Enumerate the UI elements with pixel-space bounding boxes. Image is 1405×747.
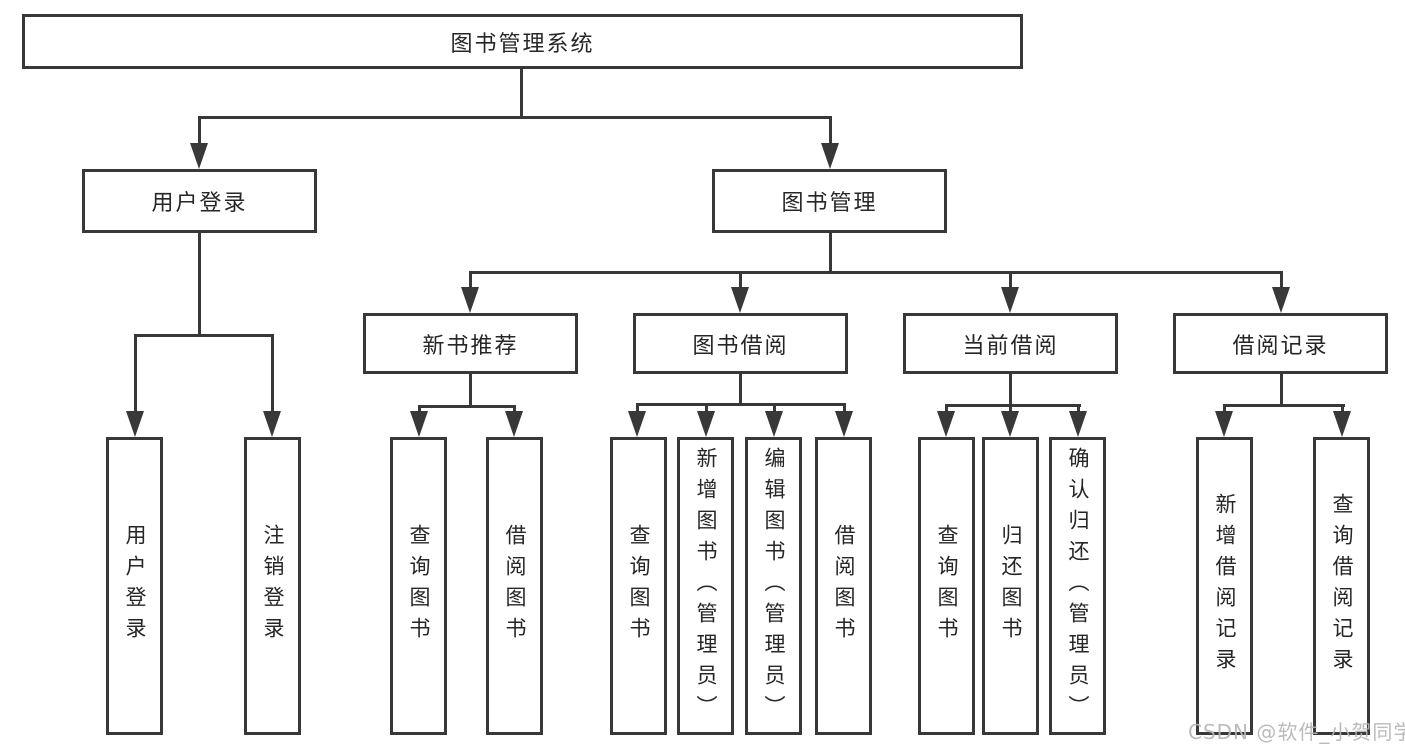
arrowhead [263, 411, 281, 437]
leaf-logout: 注销登录 [244, 437, 301, 735]
leaf-nb-borrow-books-label: 借阅图书 [503, 524, 527, 648]
leaf-br-query-record: 查询借阅记录 [1313, 437, 1370, 735]
node-current-borrow-label: 当前借阅 [962, 333, 1059, 359]
connector [520, 68, 523, 118]
connector [134, 334, 137, 414]
connector [418, 405, 516, 408]
connector [134, 334, 274, 337]
connector [636, 403, 846, 406]
leaf-bb-query-books: 查询图书 [610, 437, 667, 735]
arrowhead [505, 411, 523, 437]
connector [1009, 271, 1012, 289]
arrowhead [628, 411, 646, 437]
leaf-cb-confirm-return-admin: 确认归还（管理员） [1049, 437, 1106, 735]
node-root: 图书管理系统 [22, 14, 1023, 69]
node-book-management: 图书管理 [712, 169, 947, 233]
connector [843, 403, 846, 415]
connector [1223, 404, 1345, 407]
connector [829, 232, 832, 274]
arrowhead [1001, 411, 1019, 437]
arrowhead [1272, 287, 1290, 313]
connector [1009, 373, 1012, 406]
connector [198, 116, 832, 119]
node-book-borrow: 图书借阅 [633, 313, 848, 374]
leaf-bb-edit-books-admin-label: 编辑图书（管理员） [762, 446, 786, 726]
leaf-bb-add-books-admin: 新增图书（管理员） [677, 437, 734, 735]
connector [1341, 404, 1344, 416]
connector [469, 373, 472, 407]
arrowhead [190, 143, 208, 169]
connector [739, 271, 742, 289]
node-root-label: 图书管理系统 [450, 31, 595, 57]
leaf-cb-return-books: 归还图书 [982, 437, 1039, 735]
leaf-br-query-record-label: 查询借阅记录 [1330, 493, 1354, 679]
connector [198, 232, 201, 336]
node-new-book-recommend-label: 新书推荐 [422, 333, 519, 359]
connector [1280, 271, 1283, 289]
node-borrow-records: 借阅记录 [1173, 313, 1388, 374]
arrowhead [697, 411, 715, 437]
arrowhead [731, 287, 749, 313]
connector [1009, 404, 1012, 416]
arrowhead [1333, 411, 1351, 437]
leaf-cb-return-books-label: 归还图书 [999, 524, 1023, 648]
connector [1280, 373, 1283, 406]
arrowhead [1215, 411, 1233, 437]
leaf-bb-add-books-admin-label: 新增图书（管理员） [694, 446, 718, 726]
leaf-user-login-label: 用户登录 [123, 524, 147, 648]
arrowhead [937, 411, 955, 437]
arrowhead [765, 411, 783, 437]
leaf-nb-query-books-label: 查询图书 [407, 524, 431, 648]
arrowhead [410, 411, 428, 437]
connector [705, 403, 708, 415]
leaf-bb-edit-books-admin: 编辑图书（管理员） [745, 437, 802, 735]
node-user-login-label: 用户登录 [151, 191, 248, 216]
node-current-borrow: 当前借阅 [903, 313, 1118, 374]
arrowhead [126, 411, 144, 437]
connector [1223, 404, 1226, 416]
leaf-user-login: 用户登录 [106, 437, 163, 735]
connector [945, 404, 948, 416]
connector [271, 334, 274, 414]
watermark: CSDN @软件_小贺同学 [1188, 720, 1405, 744]
leaf-bb-query-books-label: 查询图书 [627, 524, 651, 648]
arrowhead [1069, 411, 1087, 437]
leaf-logout-label: 注销登录 [261, 524, 285, 648]
leaf-nb-borrow-books: 借阅图书 [486, 437, 543, 735]
connector [469, 271, 1283, 274]
arrowhead [821, 143, 839, 169]
leaf-bb-borrow-books-label: 借阅图书 [832, 524, 856, 648]
node-borrow-records-label: 借阅记录 [1232, 333, 1329, 359]
connector [773, 403, 776, 415]
connector [1077, 404, 1080, 416]
leaf-nb-query-books: 查询图书 [390, 437, 447, 735]
leaf-br-add-record-label: 新增借阅记录 [1213, 493, 1237, 679]
arrowhead [835, 411, 853, 437]
node-new-book-recommend: 新书推荐 [363, 313, 578, 374]
connector [945, 404, 1081, 407]
leaf-cb-query-books-label: 查询图书 [935, 524, 959, 648]
connector [513, 405, 516, 415]
arrowhead [461, 287, 479, 313]
node-book-borrow-label: 图书借阅 [692, 333, 789, 359]
connector [739, 373, 742, 405]
connector [418, 405, 421, 415]
node-user-login: 用户登录 [82, 169, 317, 233]
arrowhead [1001, 287, 1019, 313]
connector [636, 403, 639, 415]
leaf-cb-confirm-return-admin-label: 确认归还（管理员） [1066, 446, 1090, 726]
leaf-br-add-record: 新增借阅记录 [1196, 437, 1253, 735]
connector [829, 116, 832, 146]
connector [198, 116, 201, 146]
node-book-management-label: 图书管理 [781, 191, 878, 216]
connector [469, 271, 472, 289]
leaf-bb-borrow-books: 借阅图书 [815, 437, 872, 735]
leaf-cb-query-books: 查询图书 [918, 437, 975, 735]
